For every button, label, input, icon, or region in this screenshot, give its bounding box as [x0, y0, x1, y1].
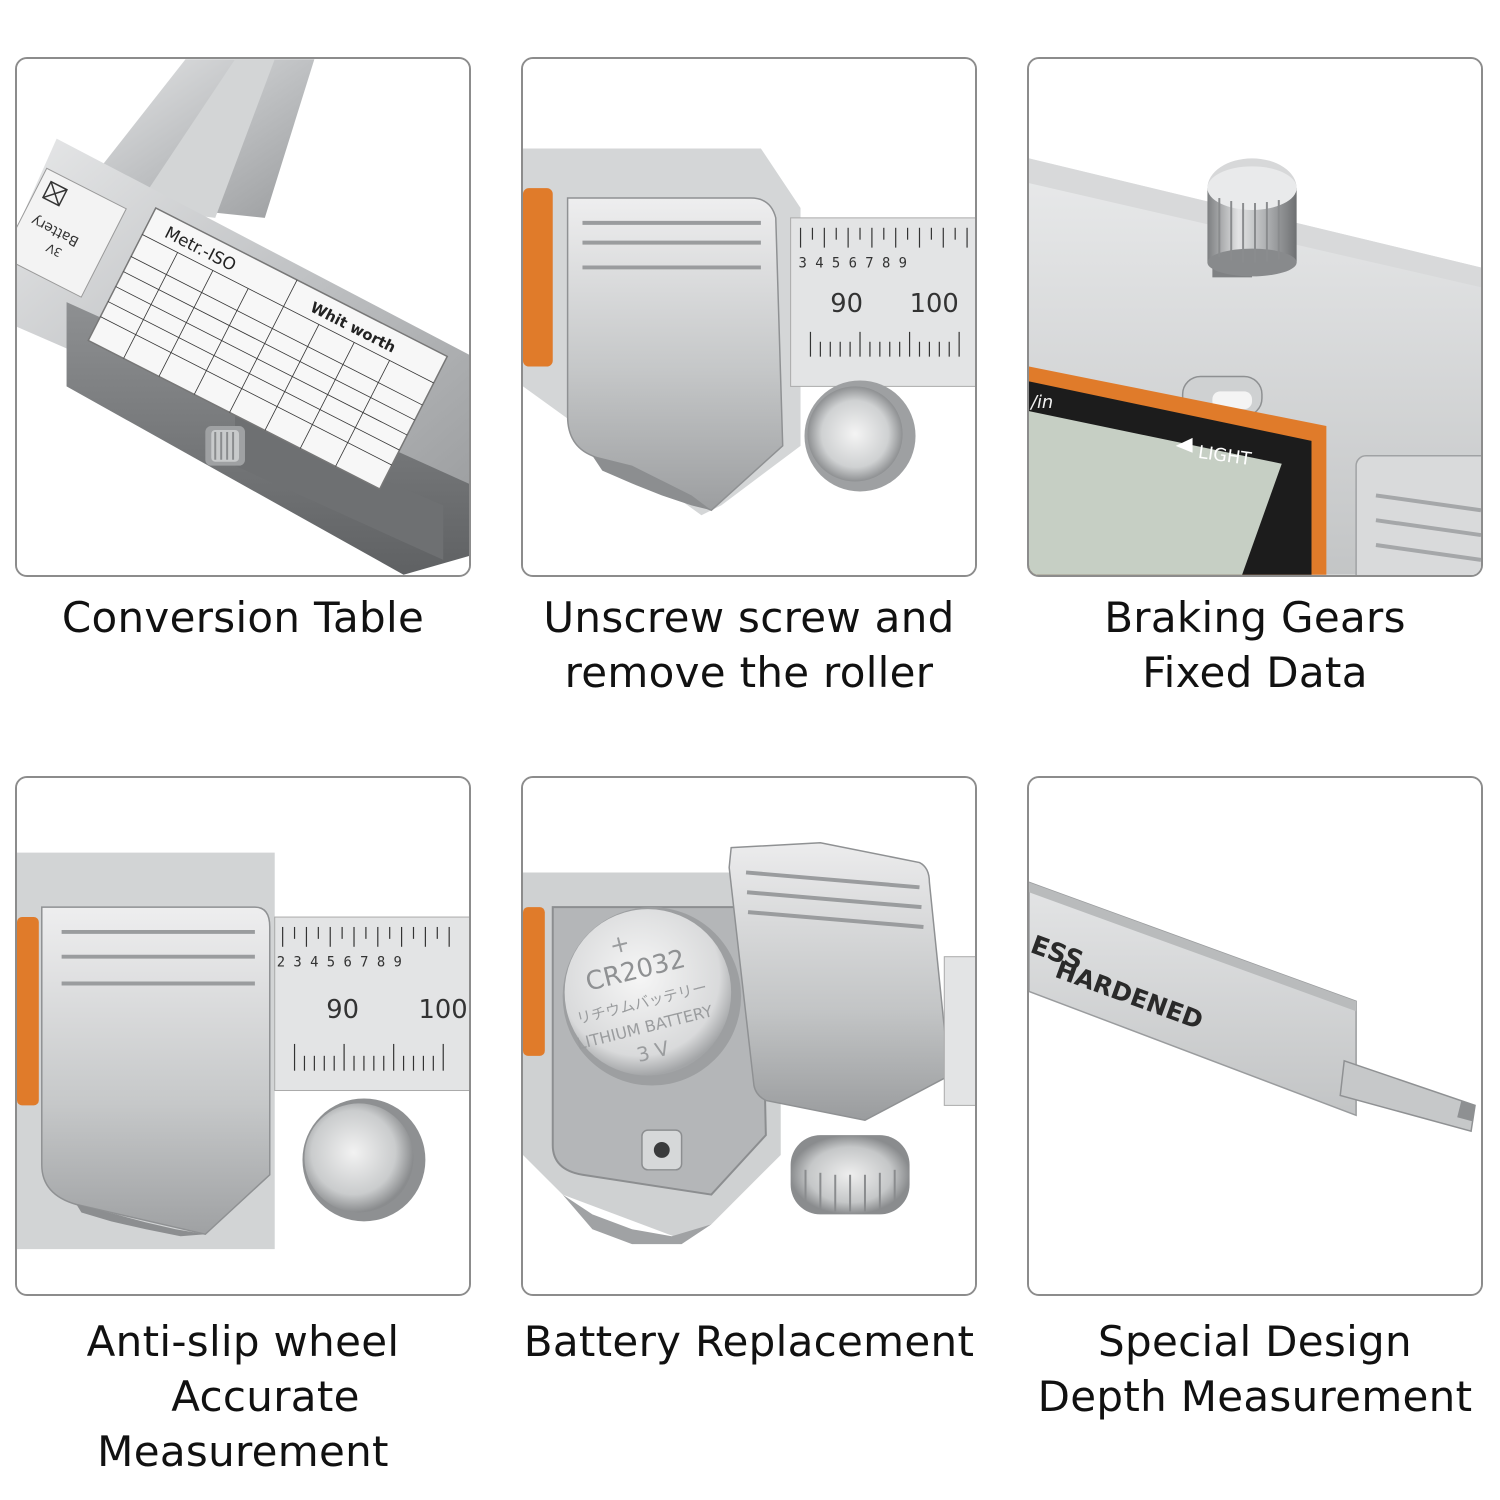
unit-label: /in [1029, 392, 1053, 413]
depth-rod-photo: ESS HARDENED [1027, 776, 1483, 1296]
anti-slip-wheel-photo: 2 3 4 5 6 7 8 9 90 100 [15, 776, 471, 1296]
roller-removal-photo: 3 4 5 6 7 8 9 90 100 [521, 57, 977, 577]
conversion-table-photo: Battery 3V Met [15, 57, 471, 577]
depth-rod [1339, 1059, 1476, 1133]
braking-gears-photo: /in LIGHT [1027, 57, 1483, 577]
battery-cover [728, 841, 951, 1122]
scale-bar [274, 916, 469, 1092]
scale-label-100: 100 [910, 289, 959, 319]
caption-depth-measurement: Special Design Depth Measurement [1037, 1317, 1473, 1421]
scale-label-90: 90 [830, 289, 863, 319]
caption-battery-replacement: Battery Replacement [523, 1317, 975, 1366]
orange-trim [17, 917, 39, 1106]
scale-label-90: 90 [326, 995, 359, 1025]
anti-slip-wheel-illustration: 2 3 4 5 6 7 8 9 90 100 [17, 778, 469, 1294]
lcd-screen [1029, 411, 1282, 575]
scale-bar [790, 217, 975, 387]
caption-conversion-table: Conversion Table [61, 593, 425, 642]
slider-cover [566, 197, 784, 512]
orange-trim [523, 188, 553, 367]
caption-roller-removal: Unscrew screw and remove the roller [543, 593, 955, 697]
scale-label-100: 100 [418, 995, 467, 1025]
conversion-table-plate: Metr.-ISO Whit worth [87, 206, 449, 490]
battery-replacement-photo: + CR2032 リチウムバッテリー LITHIUM BATTERY 3 V [521, 776, 977, 1296]
svg-text:3V: 3V [43, 240, 64, 260]
roller-removal-illustration: 3 4 5 6 7 8 9 90 100 [523, 59, 975, 575]
orange-trim [523, 907, 545, 1056]
battery-label: Battery 3V [17, 167, 127, 298]
scale-tick-labels: 3 4 5 6 7 8 9 [799, 255, 907, 271]
slider-cover [41, 906, 271, 1236]
main-beam [1029, 881, 1357, 1117]
caption-anti-slip-wheel: Anti-slip wheel Accurate Measurement [86, 1317, 400, 1476]
battery-replacement-illustration: + CR2032 リチウムバッテリー LITHIUM BATTERY 3 V [523, 778, 975, 1294]
lock-knob [1207, 158, 1297, 278]
thumb-screw [205, 426, 245, 466]
braking-gears-illustration: /in LIGHT [1029, 59, 1481, 575]
depth-rod-illustration: ESS HARDENED [1029, 778, 1481, 1294]
caption-braking-gears: Braking Gears Fixed Data [1104, 593, 1406, 697]
conversion-table-illustration: Battery 3V Met [17, 59, 469, 575]
scale-tick-labels: 2 3 4 5 6 7 8 9 [277, 955, 402, 971]
